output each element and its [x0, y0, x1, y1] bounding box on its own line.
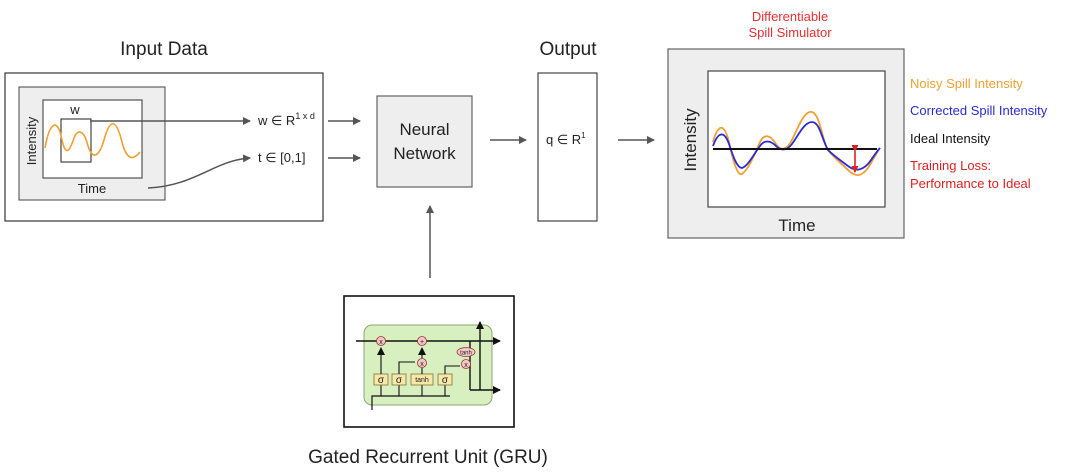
window-label: w [69, 102, 80, 117]
network-label-line1: Neural [399, 120, 449, 139]
legend-loss-line2: Performance to Ideal [910, 176, 1031, 191]
simulator-title-line1: Differentiable [752, 9, 828, 24]
gru-gate-0-label: σ [378, 375, 385, 386]
output-section: Output q ∈ R1 [537, 39, 598, 222]
gru-caption: Gated Recurrent Unit (GRU) [308, 447, 548, 468]
simulator-section: Differentiable Spill Simulator Intensity… [667, 9, 905, 239]
input-y-label: Intensity [24, 116, 39, 165]
gru-op-2-label: x [420, 361, 424, 368]
gru-op-4 [456, 347, 476, 357]
simulator-plot-area [707, 70, 886, 208]
noisy-signal-curve [44, 122, 141, 159]
time-to-t-arrow [147, 154, 251, 189]
input-plot-area [42, 99, 143, 179]
gru-op-3 [461, 359, 471, 369]
legend-ideal: Ideal Intensity [910, 131, 991, 146]
gru-op-1-label: + [420, 339, 424, 346]
gru-op-3-label: x [464, 362, 468, 369]
network-label-line2: Network [393, 144, 456, 163]
legend-loss-line1: Training Loss: [910, 158, 991, 173]
input-data-title: Input Data [120, 39, 208, 60]
gru-gate-3-label: σ [442, 375, 449, 386]
gru-op-0-label: x [379, 339, 383, 346]
gru-op-1 [417, 336, 427, 346]
gru-gate-2-label: tanh [415, 377, 429, 384]
input-data-section: Input Data w Intensity Time w ∈ R1 x d t… [4, 39, 324, 222]
window-box [60, 118, 92, 163]
legend-corrected: Corrected Spill Intensity [910, 103, 1048, 118]
output-box [537, 72, 598, 222]
noisy-intensity-curve [712, 111, 881, 176]
gru-gate-1-label: σ [396, 375, 403, 386]
simulator-y-label: Intensity [681, 108, 700, 172]
input-x-label: Time [78, 181, 106, 196]
legend-noisy: Noisy Spill Intensity [910, 76, 1023, 91]
output-title: Output [539, 39, 597, 60]
gru-op-2 [417, 358, 427, 368]
gru-block: σ σ tanh σ x + x x tanh Gated Recurrent … [308, 295, 548, 468]
gru-input-path [371, 395, 450, 410]
q-label: q ∈ R1 [546, 131, 586, 147]
simulator-title-line2: Spill Simulator [748, 25, 832, 40]
neural-network-block: Neural Network [376, 95, 473, 188]
gru-op-0 [376, 336, 386, 346]
legend: Noisy Spill Intensity Corrected Spill In… [910, 76, 1048, 191]
w-label: w ∈ R1 x d [257, 111, 315, 128]
gru-op-4-label: tanh [460, 351, 472, 357]
t-label: t ∈ [0,1] [258, 150, 305, 165]
simulator-x-label: Time [778, 216, 815, 235]
neural-network-box [376, 95, 473, 188]
